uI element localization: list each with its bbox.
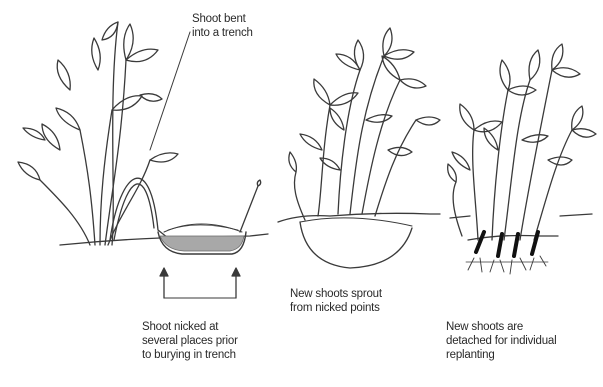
label-new-shoots-sprout: New shoots sprout from nicked points: [290, 287, 382, 315]
label-shoot-nicked: Shoot nicked at several places prior to …: [142, 320, 238, 362]
nick-arrows: [160, 268, 240, 298]
trench: [158, 180, 261, 254]
sprouting-shoots: [278, 28, 440, 268]
label-new-shoots-detached: New shoots are detached for individual r…: [446, 320, 556, 362]
detached-shoots: [448, 44, 596, 274]
label-shoot-bent: Shoot bent into a trench: [192, 12, 253, 40]
parent-plant: [18, 22, 268, 245]
